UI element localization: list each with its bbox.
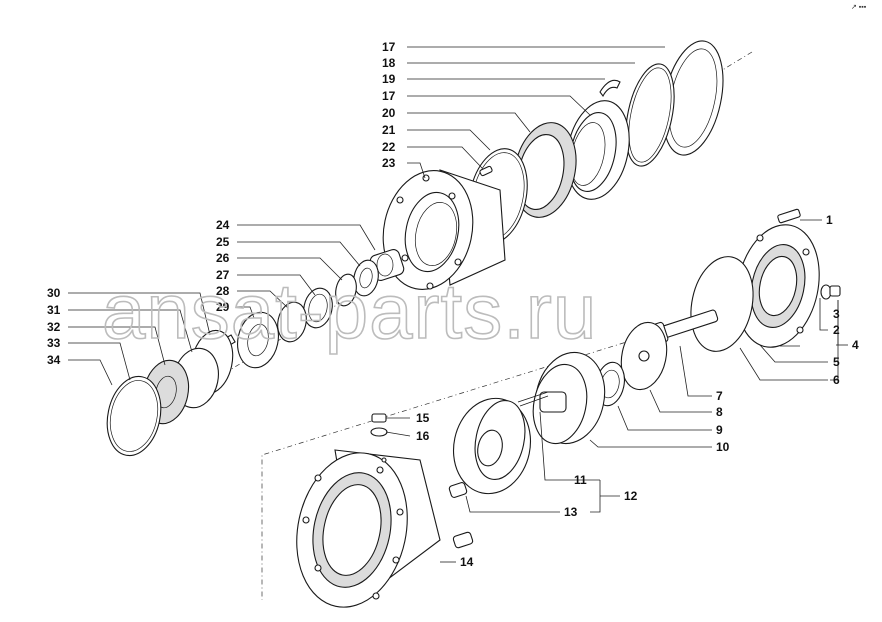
part-housing xyxy=(296,449,441,608)
callout-32: 32 xyxy=(47,320,61,334)
part-34-snap-ring xyxy=(106,375,162,457)
callout-15: 15 xyxy=(416,411,430,425)
callout-8: 8 xyxy=(716,405,723,419)
callout-17-top: 17 xyxy=(382,40,396,54)
part-8-planet-carrier-disc xyxy=(620,321,668,391)
part-17-seal-outer xyxy=(662,40,724,156)
callout-23: 23 xyxy=(382,156,396,170)
callout-27: 27 xyxy=(216,268,230,282)
part-5-ring-gear-hub xyxy=(736,224,820,348)
part-26-snap-ring xyxy=(335,273,357,307)
callout-1: 1 xyxy=(826,213,833,227)
part-15-16-plug-washer xyxy=(370,413,388,437)
callout-10: 10 xyxy=(716,440,730,454)
callout-7: 7 xyxy=(716,389,723,403)
part-22-pin xyxy=(479,165,493,177)
callout-25: 25 xyxy=(216,235,230,249)
part-11-planet-pin xyxy=(517,391,549,407)
callout-26: 26 xyxy=(216,251,230,265)
callout-20: 20 xyxy=(382,106,396,120)
callout-30: 30 xyxy=(47,286,61,300)
callout-33: 33 xyxy=(47,336,61,350)
callout-19: 19 xyxy=(382,72,396,86)
part-17-bearing xyxy=(566,100,630,200)
callout-31: 31 xyxy=(47,303,61,317)
part-12-planet-carrier-gear xyxy=(452,397,532,495)
callout-28: 28 xyxy=(216,284,230,298)
callout-22: 22 xyxy=(382,140,396,154)
callout-14: 14 xyxy=(460,555,474,569)
callout-labels: 17 18 19 17 20 21 22 23 24 25 26 27 28 2… xyxy=(47,40,859,569)
callout-11: 11 xyxy=(574,473,587,487)
part-13-pin xyxy=(448,482,468,498)
callout-3: 3 xyxy=(833,307,840,321)
part-25-thrust-washer xyxy=(353,259,379,297)
callout-17-bottom: 17 xyxy=(382,89,396,103)
leader-lines xyxy=(68,46,848,563)
callout-5: 5 xyxy=(833,355,840,369)
part-23-wheel-hub-flange xyxy=(382,169,506,290)
callout-4: 4 xyxy=(852,338,859,352)
part-18-snap-ring xyxy=(625,63,675,167)
callout-21: 21 xyxy=(382,123,396,137)
callout-34: 34 xyxy=(47,353,61,367)
part-14-plug xyxy=(452,531,474,549)
part-19-spacer-ring xyxy=(599,79,621,98)
callout-18: 18 xyxy=(382,56,396,70)
part-28-o-ring xyxy=(277,301,307,343)
part-10-planet-carrier xyxy=(532,351,606,445)
callout-13: 13 xyxy=(564,505,578,519)
callout-29: 29 xyxy=(216,300,230,314)
watermark: ansat-parts.ru xyxy=(102,267,597,355)
part-6-o-ring xyxy=(690,256,754,352)
part-1-bolt xyxy=(777,208,801,224)
callout-2: 2 xyxy=(833,323,840,337)
part-2-3-washer-nut xyxy=(820,284,841,300)
callout-16: 16 xyxy=(416,429,430,443)
callout-9: 9 xyxy=(716,423,723,437)
part-27-seal-ring xyxy=(303,287,333,329)
callout-6: 6 xyxy=(833,373,840,387)
callout-12: 12 xyxy=(624,489,638,503)
corner-mark: ↗ ▪▪▪ xyxy=(851,4,867,11)
callout-24: 24 xyxy=(216,218,230,232)
